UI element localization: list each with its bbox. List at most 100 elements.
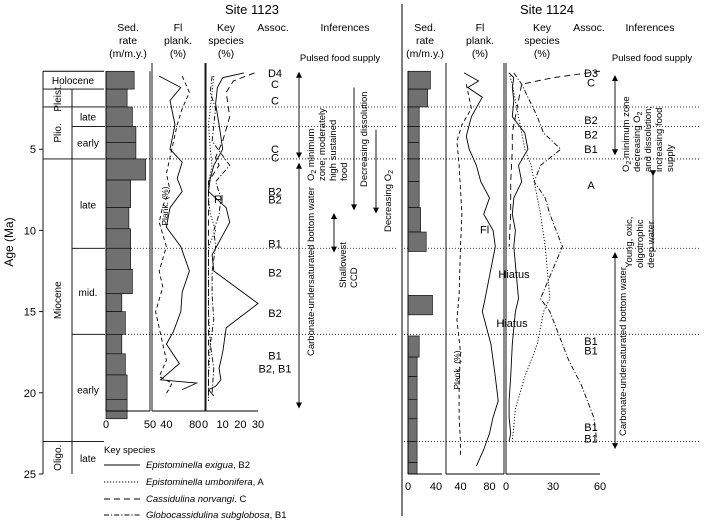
ccd-arrow-head: [331, 213, 337, 220]
sub-epoch-label: late: [80, 200, 97, 211]
assoc-label-1123: B1: [268, 350, 281, 362]
assoc-label-1123: C: [271, 79, 279, 91]
sub-epoch-label: late: [80, 113, 97, 124]
sed-rate-bar-1124: [407, 142, 420, 160]
young-arrow-head: [650, 170, 656, 177]
key-header-1123: species: [208, 35, 244, 47]
legend-item-2: Epistominella umbonifera, A: [104, 477, 264, 488]
o2-zone-text-1123: O2 minimum zone; moderately high sustain…: [306, 108, 350, 181]
sed-rate-bar-1123: [105, 228, 131, 249]
legend: Key species Epistominella exigua, B2 Epi…: [104, 445, 287, 521]
sed-rate-bar-1124: [407, 441, 418, 463]
headers-1123: Sed. rate (m/m.y.) Fl plank. (%) Key spe…: [109, 22, 369, 60]
key-tick-label-1123: 30: [252, 419, 264, 431]
o2-zone-arrow-1123-head: [296, 71, 302, 78]
sed-rate-bar-1124: [407, 88, 428, 108]
inf-header-1123: Inferences: [320, 22, 369, 34]
svg-text:Epistominella umbonifera, A: Epistominella umbonifera, A: [146, 477, 264, 488]
svg-text:zone; moderately: zone; moderately: [317, 108, 328, 181]
key-tick-label-1124: 0: [503, 481, 509, 493]
svg-text:and dissolution;: and dissolution;: [643, 106, 654, 172]
svg-text:deep water: deep water: [646, 221, 657, 268]
fl-plank-line-1124: [456, 84, 472, 458]
sed-rate-bar-1123: [105, 269, 133, 295]
headers-1124: Sed. rate (m/m.y.) Fl plank. (%) Key spe…: [406, 22, 674, 60]
sed-rate-bar-1124: [407, 106, 420, 127]
key-species-line-1123: [209, 76, 231, 393]
sub-epoch-label: mid.: [79, 288, 98, 299]
epoch-label: Oligo.: [53, 445, 64, 471]
y-tick-label: 10: [24, 225, 36, 237]
legend-title: Key species: [104, 445, 155, 456]
assoc-label-1123: B2: [268, 186, 281, 198]
carbonate-arrow-1123-head: [296, 162, 302, 169]
sed-header-1123: Sed.: [117, 22, 139, 34]
carbonate-arrow-1124-head: [612, 443, 618, 450]
fl-header-1123: plank.: [164, 35, 192, 47]
sed-rate-bar-1124: [407, 356, 418, 377]
y-axis-label: Age (Ma): [2, 217, 16, 266]
inferences-1124: O2 minimum zone decreasing O2 and dissol…: [618, 96, 676, 436]
assoc-label-1123: B1: [268, 238, 281, 250]
key-header-1124: (%): [534, 48, 550, 60]
svg-text:Cassidulina norvangi. C: Cassidulina norvangi. C: [146, 494, 246, 505]
sed-header-1123: (m/m.y.): [109, 48, 147, 60]
svg-text:Epistominella exigua, B2: Epistominella exigua, B2: [146, 460, 250, 471]
y-tick-label: 20: [24, 388, 36, 400]
sed-rate-bar-1123: [105, 334, 123, 355]
sed-rate-bar-1123: [105, 88, 128, 108]
sed-tick-label-1123: 50: [144, 419, 156, 431]
legend-item-1: Epistominella exigua, B2: [104, 460, 250, 471]
sed-rate-bar-1124: [407, 418, 418, 442]
assoc-label-1123: C: [271, 95, 279, 107]
assoc-header-1123: Assoc.: [257, 22, 289, 34]
fl-tick-label-1123: 80: [189, 419, 201, 431]
epoch-label: Holocene: [52, 76, 95, 87]
sub-epoch-label: early: [77, 386, 99, 397]
key-species-line-1123: [208, 76, 217, 401]
sed-rate-bar-1123: [105, 179, 131, 208]
key-species-line-1124: [513, 72, 598, 442]
assoc-label-1124: B2: [584, 115, 597, 127]
svg-text:increasing food: increasing food: [654, 108, 665, 172]
sed-rate-bar-1124: [407, 295, 433, 316]
svg-text:Shallowest: Shallowest: [338, 242, 349, 288]
assoc-label-1124: D3: [584, 68, 598, 80]
key-species-line-1124: [508, 72, 529, 442]
sed-rate-bar-1123: [105, 70, 135, 90]
sed-tick-label-1123: 0: [103, 419, 109, 431]
hiatus-label: Hiatus: [498, 269, 530, 281]
hiatus-label: Hiatus: [496, 318, 528, 330]
sed-rate-bar-1123: [105, 311, 126, 335]
sed-tick-label-1124: 40: [430, 481, 442, 493]
epoch-label: Pleist.: [53, 84, 64, 111]
assoc-label-1123: D4: [268, 68, 282, 80]
carbonate-text-1123: Carbonate-undersaturated bottom water: [306, 187, 317, 356]
assoc-label-1124: B1: [584, 422, 597, 434]
inference-pulsed-1124: Pulsed food supply: [612, 53, 693, 64]
epoch-label: Miocene: [53, 281, 64, 319]
sed-rate-bar-1123: [105, 353, 126, 376]
key-tick-label-1124: 30: [547, 481, 559, 493]
key-species-line-1124: [508, 70, 601, 247]
sed-rate-bar-1123: [105, 247, 131, 270]
assoc-label-1123: C: [271, 152, 279, 164]
assoc-label-1123: B2: [268, 195, 281, 207]
fl-plank-line-1124: [463, 72, 499, 467]
fl-tick-label-1124: 40: [454, 481, 466, 493]
o2-zone-arrow-1124-head: [612, 149, 618, 156]
assoc-label-1124: A: [587, 180, 595, 192]
young-text: Young, oxic, oligotrophic deep water: [624, 217, 657, 268]
svg-text:decreasing O2: decreasing O2: [632, 111, 644, 172]
assoc-label-1124: B1: [584, 144, 597, 156]
assoc-label-1124: C: [587, 78, 595, 90]
sed-rate-bar-1123: [105, 374, 128, 400]
assoc-label-1124: B1: [584, 336, 597, 348]
inferences-1123: O2 minimum zone; moderately high sustain…: [306, 91, 395, 356]
assoc-label-1124: B1: [584, 346, 597, 358]
o2-zone-text-1124: O2 minimum zone decreasing O2 and dissol…: [621, 96, 676, 172]
sed-rate-bar-1124: [407, 398, 418, 420]
inf-header-1124: Inferences: [625, 22, 674, 34]
sub-epoch-label: late: [80, 454, 97, 465]
sed-rate-bar-1123: [105, 207, 130, 230]
